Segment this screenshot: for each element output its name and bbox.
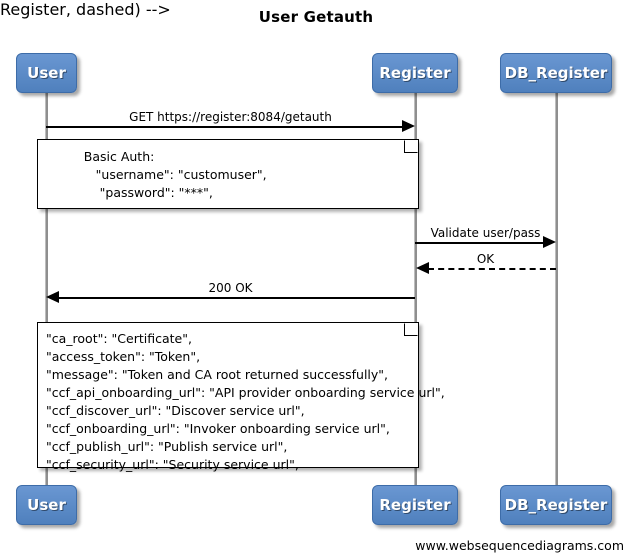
participant-user-label-bottom: User [27, 496, 66, 514]
lifeline-db-register [555, 93, 558, 485]
message-arrowhead-ok [416, 262, 429, 274]
note-fold-icon-2 [404, 323, 418, 336]
message-label-validate-user-pass: Validate user/pass [430, 226, 541, 240]
note-basic-auth-text: Basic Auth: "username": "customuser", "p… [83, 149, 267, 200]
message-line-ok [428, 268, 556, 270]
lifeline-register [414, 93, 417, 485]
note-response-payload-text: "ca_root": "Certificate", "access_token"… [46, 331, 445, 472]
participant-register-label-bottom: Register [379, 496, 451, 514]
participant-user-bottom[interactable]: User [16, 485, 77, 525]
participant-register-top[interactable]: Register [372, 53, 458, 93]
message-arrowhead-get-getauth [402, 120, 415, 132]
message-arrowhead-200-ok [46, 291, 59, 303]
lifeline-user [45, 93, 48, 485]
note-fold-icon [404, 140, 418, 153]
participant-db-register-top[interactable]: DB_Register [500, 53, 612, 93]
participant-register-bottom[interactable]: Register [372, 485, 458, 525]
message-line-200-ok [59, 297, 415, 299]
participant-user-label: User [27, 64, 66, 82]
participant-db-register-label: DB_Register [504, 64, 608, 82]
message-arrowhead-validate-user-pass [543, 236, 556, 248]
message-label-200-ok: 200 OK [208, 281, 253, 295]
participant-user-top[interactable]: User [16, 53, 77, 93]
note-response-payload: "ca_root": "Certificate", "access_token"… [37, 322, 445, 472]
participant-register-label: Register [379, 64, 451, 82]
footer-attribution: www.websequencediagrams.com [415, 538, 624, 553]
participant-db-register-bottom[interactable]: DB_Register [500, 485, 612, 525]
page-title: User Getauth [258, 8, 374, 26]
note-basic-auth: Basic Auth: "username": "customuser", "p… [37, 139, 419, 209]
message-line-validate-user-pass [415, 242, 544, 244]
message-line-get-getauth [46, 126, 403, 128]
message-label-get-getauth: GET https://register:8084/getauth [129, 110, 332, 124]
message-label-ok: OK [476, 252, 495, 266]
participant-db-register-label-bottom: DB_Register [504, 496, 608, 514]
